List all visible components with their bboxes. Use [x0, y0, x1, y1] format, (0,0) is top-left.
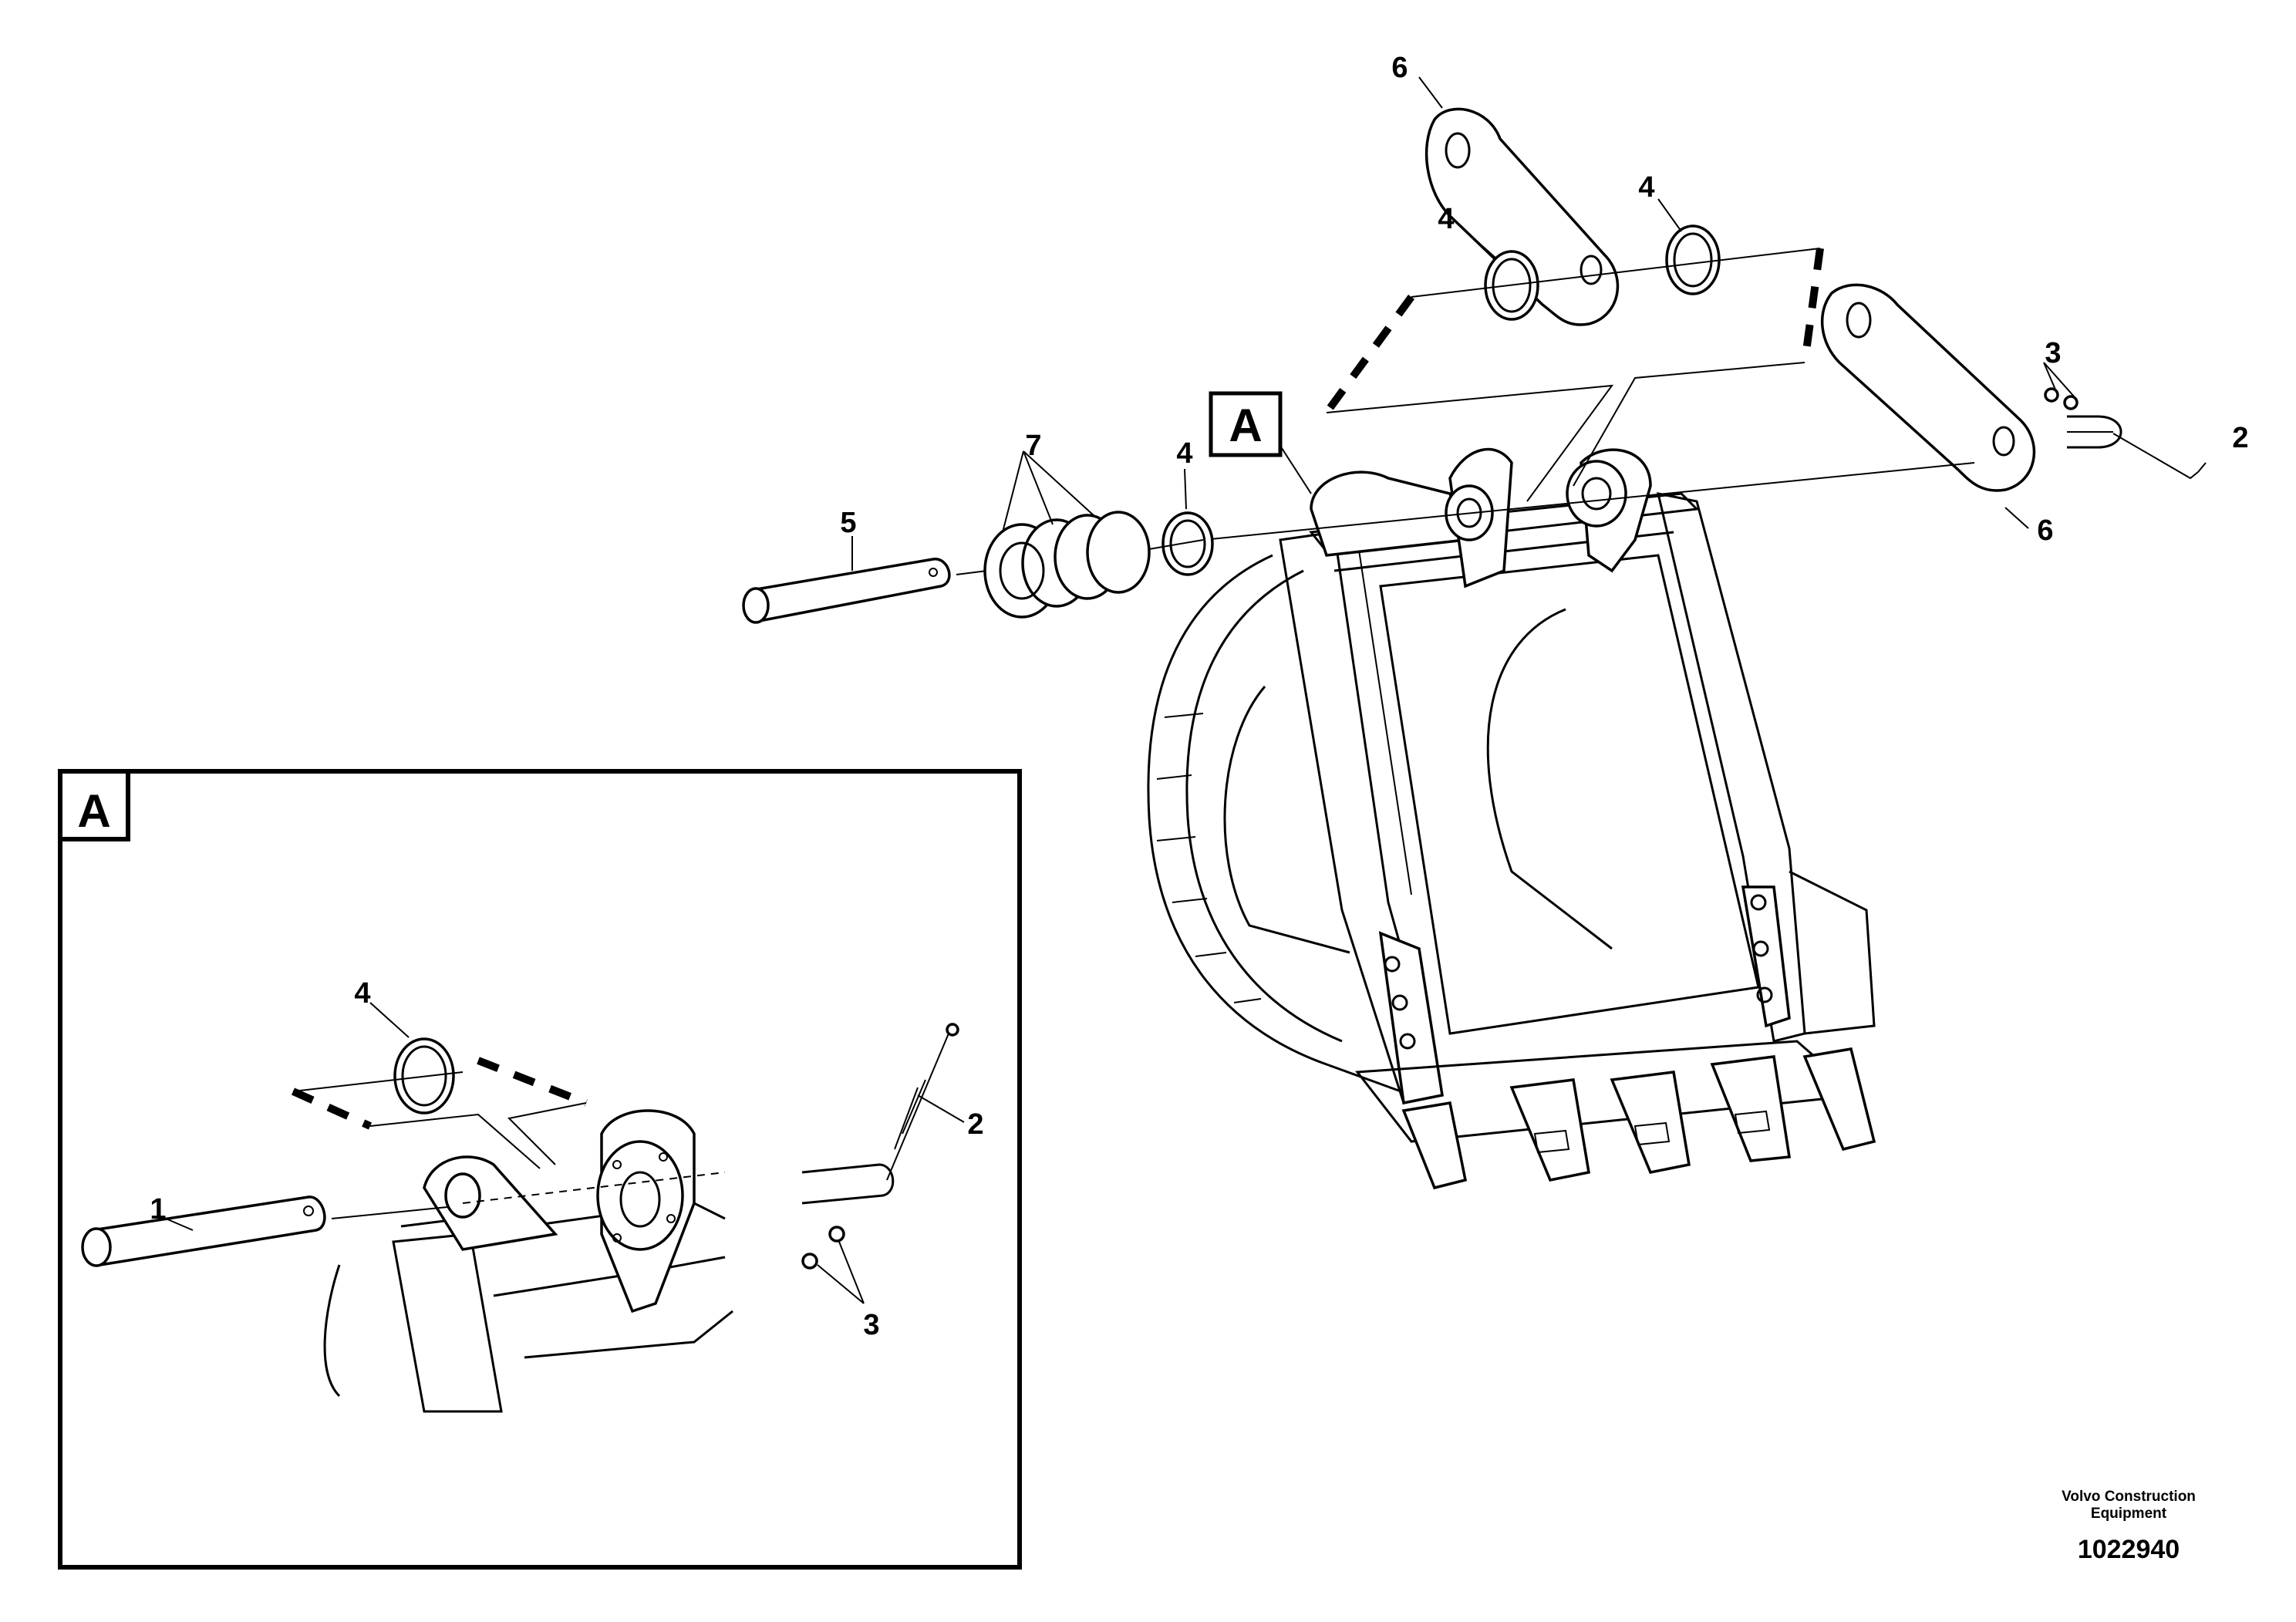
company-name-line2: Equipment [2090, 1506, 2167, 1522]
label-4-detail: 4 [354, 977, 370, 1010]
detail-A-title: A [77, 785, 110, 837]
company-caption: Volvo Construction Equipment [2021, 1489, 2237, 1523]
screws-3-top [2044, 387, 2079, 410]
label-4-top-right: 4 [1638, 171, 1654, 204]
bucket-assembly [1147, 447, 1876, 1190]
label-2-detail: 2 [967, 1108, 983, 1141]
label-2-top: 2 [2232, 422, 2248, 454]
link-6-top [1424, 107, 1620, 326]
ring-4-main [1161, 511, 1214, 576]
screws-3-detail [801, 1226, 845, 1270]
pin-5 [742, 558, 951, 624]
callout-box-A-main: A [1209, 391, 1283, 457]
drawing-number: 1022940 [2077, 1535, 2180, 1564]
label-6-right: 6 [2037, 514, 2053, 547]
link-6-right [1821, 283, 2036, 492]
label-1-detail: 1 [150, 1193, 166, 1226]
pin-1 [81, 1195, 326, 1267]
label-3-detail: 3 [863, 1309, 879, 1341]
ring-4-top-right [1665, 224, 1721, 295]
label-5: 5 [840, 507, 856, 539]
label-3-top: 3 [2045, 337, 2061, 369]
label-4-top-left: 4 [1438, 203, 1454, 235]
company-name-line1: Volvo Construction [2062, 1489, 2196, 1505]
label-7: 7 [1025, 430, 1041, 462]
spacers-7 [983, 511, 1151, 619]
detail-A-panel: A [58, 769, 1022, 1570]
label-6-top: 6 [1391, 52, 1408, 84]
callout-A-main-text: A [1229, 400, 1262, 451]
label-4-main: 4 [1176, 437, 1192, 470]
